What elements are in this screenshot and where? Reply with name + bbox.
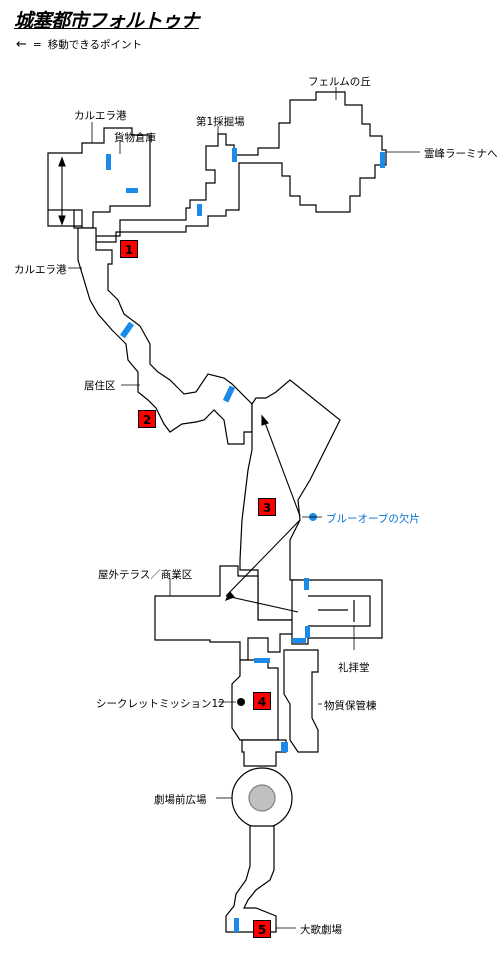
residential-path	[77, 227, 253, 445]
label-residential: 居住区	[84, 380, 116, 392]
south-corridor	[241, 739, 287, 767]
chapel-inner	[308, 595, 371, 627]
legend-equals: =	[32, 38, 42, 51]
label-terrace: 屋外テラス／商業区	[98, 569, 193, 581]
legend: ← = 移動できるポイント	[16, 37, 142, 52]
area-marker-1: 1	[120, 240, 138, 258]
door-markers	[106, 148, 385, 932]
label-reihou-ramina: 霊峰ラーミナへ	[424, 148, 498, 160]
area-marker-4: 4	[253, 692, 271, 710]
label-karuera-port-top: カルエラ港	[74, 110, 127, 122]
area-marker-5: 5	[253, 920, 271, 938]
label-theater-plaza: 劇場前広場	[154, 794, 207, 806]
hall-3	[239, 379, 341, 621]
label-chapel: 礼拝堂	[338, 662, 370, 674]
leader-lines	[68, 87, 420, 929]
opera-path	[225, 825, 277, 933]
label-storage: 物質保管棟	[324, 700, 377, 712]
area-marker-3: 3	[258, 498, 276, 516]
terrace-area	[154, 565, 301, 661]
storage-building	[283, 649, 319, 753]
label-karuera-port-left: カルエラ港	[14, 264, 67, 276]
label-cargo-warehouse: 貨物倉庫	[114, 132, 156, 144]
karuera-port-area	[47, 91, 387, 243]
label-secret-mission: シークレットミッション12	[96, 698, 225, 710]
plaza-fountain	[248, 784, 276, 812]
area-marker-2: 2	[138, 410, 156, 428]
move-arrows	[58, 156, 301, 613]
map-title: 城塞都市フォルトゥナ	[14, 10, 200, 32]
label-quarry: 第1採掘場	[196, 116, 245, 128]
label-blue-orb: ブルーオーブの欠片	[326, 513, 420, 525]
label-ferum-hill: フェルムの丘	[308, 76, 371, 88]
legend-text: 移動できるポイント	[47, 39, 143, 51]
arrow-left-icon: ←	[16, 37, 27, 52]
secret-mission-marker	[237, 698, 245, 706]
label-opera: 大歌劇場	[300, 924, 342, 936]
